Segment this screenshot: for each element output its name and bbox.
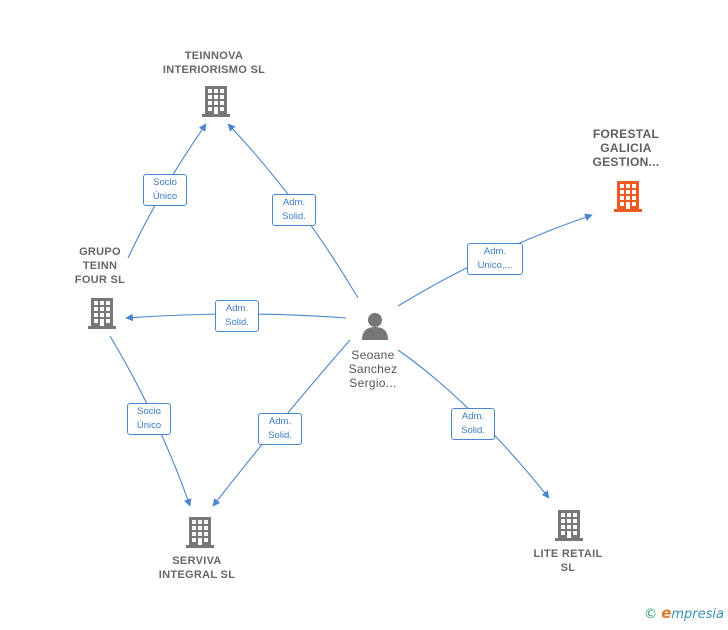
- edge-label-line: Adm.: [483, 246, 507, 257]
- building-icon[interactable]: [88, 298, 116, 329]
- building-icon[interactable]: [186, 517, 214, 548]
- node-label-line: Seoane: [351, 348, 395, 362]
- edge-label-line: Adm.: [461, 411, 485, 422]
- node-label-person[interactable]: Seoane Sanchez Sergio...: [333, 348, 413, 390]
- edge-label-line: Solid.: [461, 425, 485, 436]
- edge-label-line: Único: [152, 191, 178, 202]
- edge-label-line: Unico,...: [477, 260, 513, 271]
- building-icon[interactable]: [555, 510, 583, 541]
- node-label-line: LITE RETAIL: [533, 548, 603, 560]
- copyright-symbol: ©: [644, 607, 658, 622]
- node-label-line: TEINN: [82, 260, 118, 272]
- person-icon[interactable]: [362, 313, 388, 340]
- edge-label-line: Adm.: [268, 416, 292, 427]
- edge-label-person-teinnova[interactable]: Adm. Solid.: [272, 194, 316, 226]
- edge-label-grupo-serviva[interactable]: Socio Único: [127, 403, 171, 435]
- edge-label-line: Socio: [153, 177, 177, 188]
- edge-label-line: Solid.: [268, 430, 292, 441]
- edge-label-line: Solid.: [225, 317, 249, 328]
- node-label-grupo[interactable]: GRUPO TEINN FOUR SL: [60, 245, 140, 287]
- edge-label-line: Adm.: [282, 197, 306, 208]
- edge-label-line: Solid.: [282, 211, 306, 222]
- edge-label-line: Socio: [137, 406, 161, 417]
- brand-logo-letter: e: [661, 604, 672, 622]
- node-label-lite[interactable]: LITE RETAIL SL: [523, 547, 613, 575]
- node-label-line: Sergio...: [349, 376, 397, 390]
- edge-label-person-lite[interactable]: Adm. Solid.: [451, 408, 495, 440]
- edge-label-person-grupo[interactable]: Adm. Solid.: [215, 300, 259, 332]
- node-label-line: GESTION...: [592, 155, 660, 169]
- edge-label-line: Adm.: [225, 303, 249, 314]
- node-label-line: SERVIVA: [172, 555, 222, 567]
- node-label-line: FOUR SL: [74, 274, 126, 286]
- node-label-line: INTEGRAL SL: [158, 569, 236, 581]
- edge-label-grupo-teinnova[interactable]: Socio Único: [143, 174, 187, 206]
- edge-label-person-serviva[interactable]: Adm. Solid.: [258, 413, 302, 445]
- building-icon[interactable]: [614, 181, 642, 212]
- node-label-serviva[interactable]: SERVIVA INTEGRAL SL: [142, 554, 252, 582]
- node-label-line: Sanchez: [348, 362, 398, 376]
- brand-name: mpresia: [671, 607, 724, 622]
- node-label-line: FORESTAL: [592, 127, 660, 141]
- node-label-teinnova[interactable]: TEINNOVA INTERIORISMO SL: [154, 49, 274, 77]
- node-label-line: INTERIORISMO SL: [162, 64, 266, 76]
- edge-label-line: Único: [136, 420, 162, 431]
- building-icon[interactable]: [202, 86, 230, 117]
- footer-brand: © empresia: [644, 604, 724, 622]
- node-label-line: GRUPO: [79, 246, 121, 258]
- node-label-line: GALICIA: [600, 141, 652, 155]
- node-label-line: SL: [560, 562, 576, 574]
- node-label-line: TEINNOVA: [184, 50, 244, 62]
- edge-label-person-forestal[interactable]: Adm. Unico,...: [467, 243, 523, 275]
- node-label-forestal[interactable]: FORESTAL GALICIA GESTION...: [576, 127, 676, 169]
